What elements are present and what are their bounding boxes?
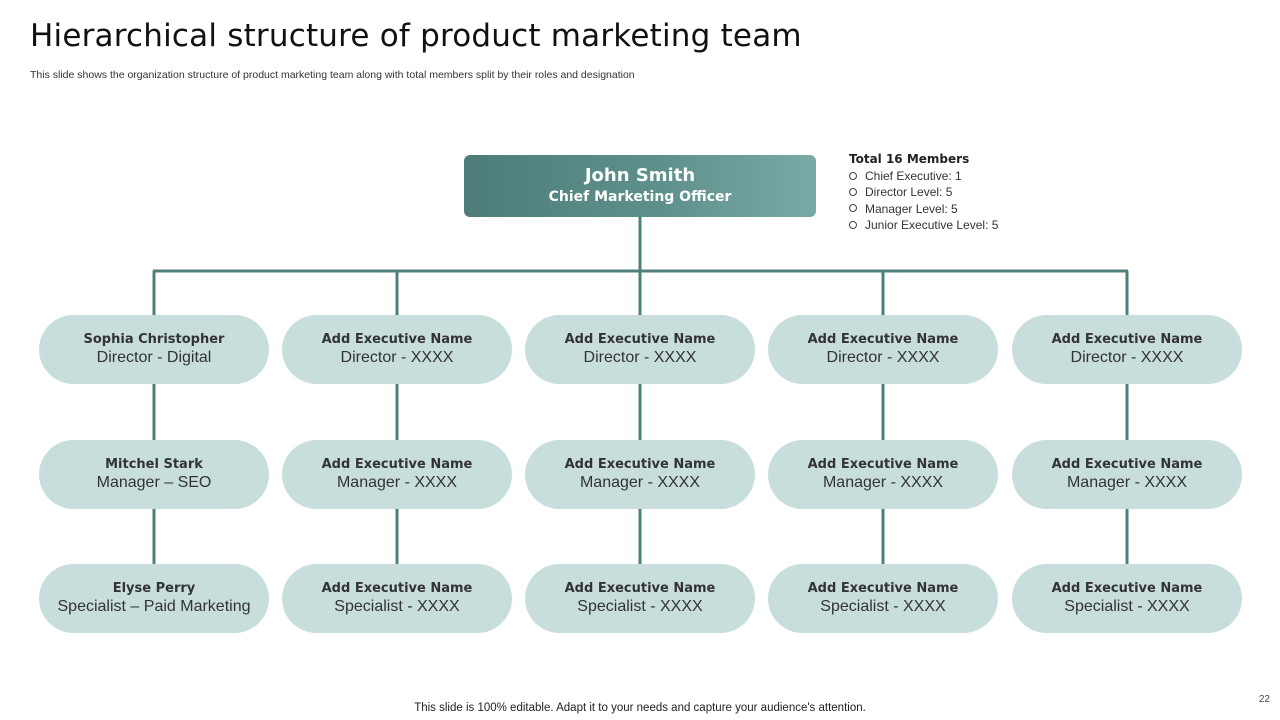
summary-title: Total 16 Members [849, 152, 970, 166]
node-role: Manager - XXXX [1066, 474, 1188, 491]
node-role: Director - XXXX [1070, 349, 1184, 366]
node-role: Manager – SEO [96, 474, 212, 491]
node-name: Add Executive Name [564, 332, 716, 347]
node-name: Add Executive Name [1051, 457, 1203, 472]
node-role: Manager - XXXX [336, 474, 458, 491]
node-name: Mitchel Stark [105, 457, 203, 472]
node-name: Sophia Christopher [83, 332, 225, 347]
director-node: Sophia Christopher Director - Digital [39, 315, 269, 384]
node-name: Add Executive Name [807, 457, 959, 472]
summary-item: Director Level: 5 [849, 184, 998, 200]
specialist-node: Add Executive Name Specialist - XXXX [1012, 564, 1242, 633]
node-role: Director - Digital [96, 349, 212, 366]
director-node: Add Executive Name Director - XXXX [282, 315, 512, 384]
specialist-node: Add Executive Name Specialist - XXXX [525, 564, 755, 633]
circle-bullet-icon [849, 171, 857, 180]
manager-node: Add Executive Name Manager - XXXX [525, 440, 755, 509]
circle-bullet-icon [849, 220, 857, 229]
manager-node: Mitchel Stark Manager – SEO [39, 440, 269, 509]
page-subtitle: This slide shows the organization struct… [30, 69, 635, 81]
director-node: Add Executive Name Director - XXXX [525, 315, 755, 384]
member-summary: Total 16 Members Chief Executive: 1 Dire… [849, 152, 998, 233]
specialist-node: Add Executive Name Specialist - XXXX [282, 564, 512, 633]
node-name: Elyse Perry [112, 581, 196, 596]
node-role: Specialist - XXXX [820, 598, 946, 615]
node-role: Specialist – Paid Marketing [57, 598, 251, 615]
manager-node: Add Executive Name Manager - XXXX [768, 440, 998, 509]
cmo-name: John Smith [584, 165, 696, 186]
circle-bullet-icon [849, 188, 857, 197]
summary-item: Chief Executive: 1 [849, 168, 998, 184]
node-role: Director - XXXX [340, 349, 454, 366]
director-node: Add Executive Name Director - XXXX [768, 315, 998, 384]
node-name: Add Executive Name [1051, 332, 1203, 347]
node-name: Add Executive Name [564, 581, 716, 596]
node-role: Director - XXXX [583, 349, 697, 366]
node-name: Add Executive Name [564, 457, 716, 472]
node-role: Specialist - XXXX [577, 598, 703, 615]
node-name: Add Executive Name [807, 332, 959, 347]
node-name: Add Executive Name [321, 581, 473, 596]
node-role: Specialist - XXXX [334, 598, 460, 615]
circle-bullet-icon [849, 204, 857, 213]
node-name: Add Executive Name [1051, 581, 1203, 596]
node-role: Specialist - XXXX [1064, 598, 1190, 615]
manager-node: Add Executive Name Manager - XXXX [282, 440, 512, 509]
node-role: Manager - XXXX [822, 474, 944, 491]
node-name: Add Executive Name [321, 332, 473, 347]
specialist-node: Add Executive Name Specialist - XXXX [768, 564, 998, 633]
node-name: Add Executive Name [807, 581, 959, 596]
node-name: Add Executive Name [321, 457, 473, 472]
node-role: Manager - XXXX [579, 474, 701, 491]
page-title: Hierarchical structure of product market… [30, 18, 802, 54]
manager-node: Add Executive Name Manager - XXXX [1012, 440, 1242, 509]
director-node: Add Executive Name Director - XXXX [1012, 315, 1242, 384]
cmo-role: Chief Marketing Officer [548, 189, 732, 205]
footer-note: This slide is 100% editable. Adapt it to… [414, 702, 866, 714]
page-number: 22 [1258, 694, 1270, 705]
summary-item: Junior Executive Level: 5 [849, 217, 998, 233]
node-role: Director - XXXX [826, 349, 940, 366]
cmo-box: John Smith Chief Marketing Officer [464, 155, 816, 217]
specialist-node: Elyse Perry Specialist – Paid Marketing [39, 564, 269, 633]
summary-item: Manager Level: 5 [849, 201, 998, 217]
